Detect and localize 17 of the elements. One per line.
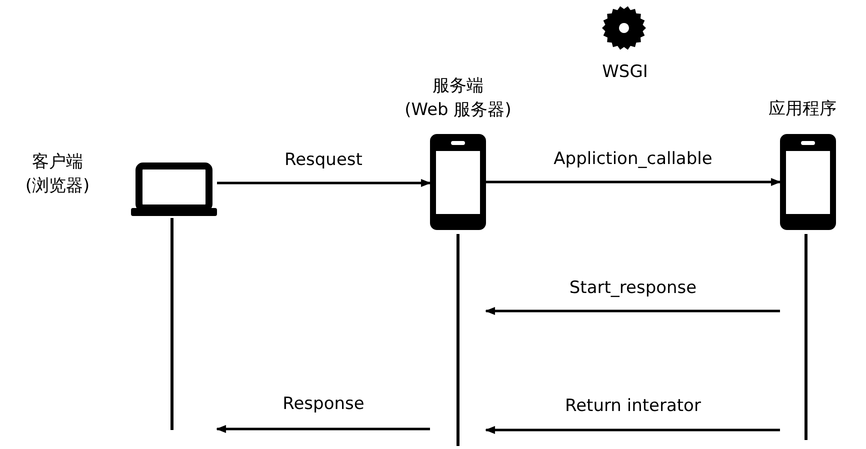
- participant-caption: 应用程序: [768, 98, 838, 121]
- edge-label: Start_response: [568, 277, 698, 300]
- participant-caption: 客户端 (浏览器): [24, 151, 91, 198]
- participant-caption: 服务端 (Web 服务器): [404, 75, 512, 122]
- edge-label: Appliction_callable: [552, 148, 714, 171]
- laptop-lifeline-drawing: [131, 160, 217, 430]
- arrow: [216, 425, 430, 433]
- component-label: WSGI: [601, 61, 649, 84]
- phone-lifeline-drawing: [780, 134, 836, 440]
- arrow: [217, 179, 431, 187]
- arrow: [486, 178, 781, 186]
- arrow: [485, 426, 780, 434]
- arrow: [485, 307, 780, 315]
- phone-lifeline-drawing: [430, 134, 486, 446]
- edge-label: Return interator: [564, 395, 702, 418]
- edge-label: Resquest: [284, 149, 364, 172]
- edge-label: Response: [282, 393, 366, 416]
